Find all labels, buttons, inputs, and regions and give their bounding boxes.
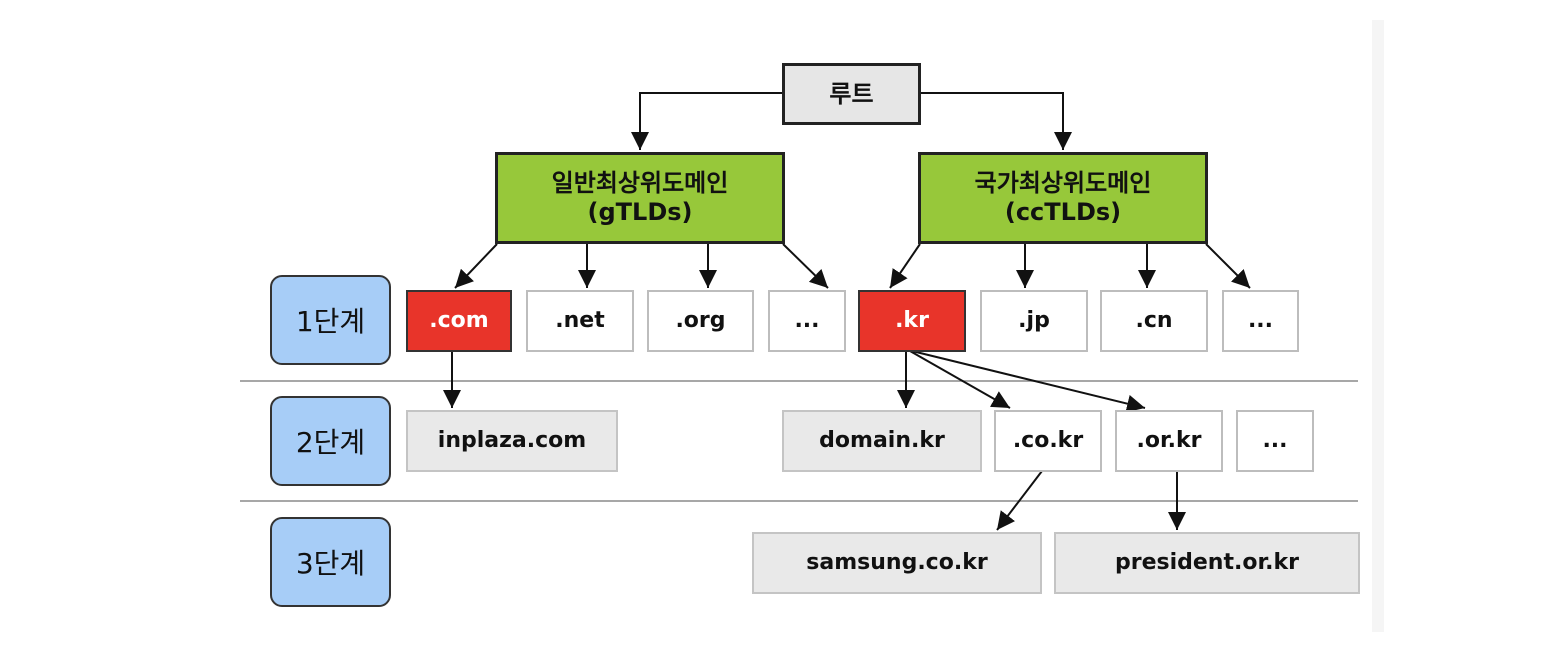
edge-root-gtld <box>631 92 782 150</box>
edge-gtld-com <box>454 243 498 289</box>
edge-cctld-more <box>1205 243 1251 289</box>
sld-cokr-node: .co.kr <box>994 410 1102 472</box>
edge-gtld-more <box>782 243 829 289</box>
tld-kr-node: .kr <box>858 290 966 352</box>
domain-samsung-node: samsung.co.kr <box>752 532 1042 594</box>
tld-org-node: .org <box>647 290 754 352</box>
tld-cn-node: .cn <box>1100 290 1208 352</box>
level-2-badge: 2단계 <box>270 396 391 486</box>
right-edge-strip <box>1372 20 1384 632</box>
gtld-category-node: 일반최상위도메인 (gTLDs) <box>495 152 785 244</box>
level-3-badge: 3단계 <box>270 517 391 607</box>
edge-kr-cokr <box>909 350 1011 409</box>
sld-more-node: ... <box>1236 410 1314 472</box>
tld-jp-node: .jp <box>980 290 1088 352</box>
edge-cokr-samsung <box>996 470 1043 531</box>
cctld-category-abbr: (ccTLDs) <box>1004 198 1122 226</box>
tld-country-more-node: ... <box>1222 290 1299 352</box>
root-node: 루트 <box>782 63 921 125</box>
cctld-category-node: 국가최상위도메인 (ccTLDs) <box>918 152 1208 244</box>
edge-kr-orkr <box>911 350 1146 413</box>
domain-inplaza-node: inplaza.com <box>406 410 618 472</box>
tld-net-node: .net <box>526 290 634 352</box>
gtld-category-abbr: (gTLDs) <box>587 198 693 226</box>
edge-root-cctld <box>920 92 1072 150</box>
gtld-category-name: 일반최상위도메인 <box>551 169 729 198</box>
sld-orkr-node: .or.kr <box>1115 410 1223 472</box>
tld-com-node: .com <box>406 290 512 352</box>
level-1-badge: 1단계 <box>270 275 391 365</box>
cctld-category-name: 국가최상위도메인 <box>974 169 1152 198</box>
domain-domainkr-node: domain.kr <box>782 410 982 472</box>
domain-president-node: president.or.kr <box>1054 532 1360 594</box>
edge-cctld-kr <box>889 243 921 289</box>
tld-generic-more-node: ... <box>768 290 846 352</box>
